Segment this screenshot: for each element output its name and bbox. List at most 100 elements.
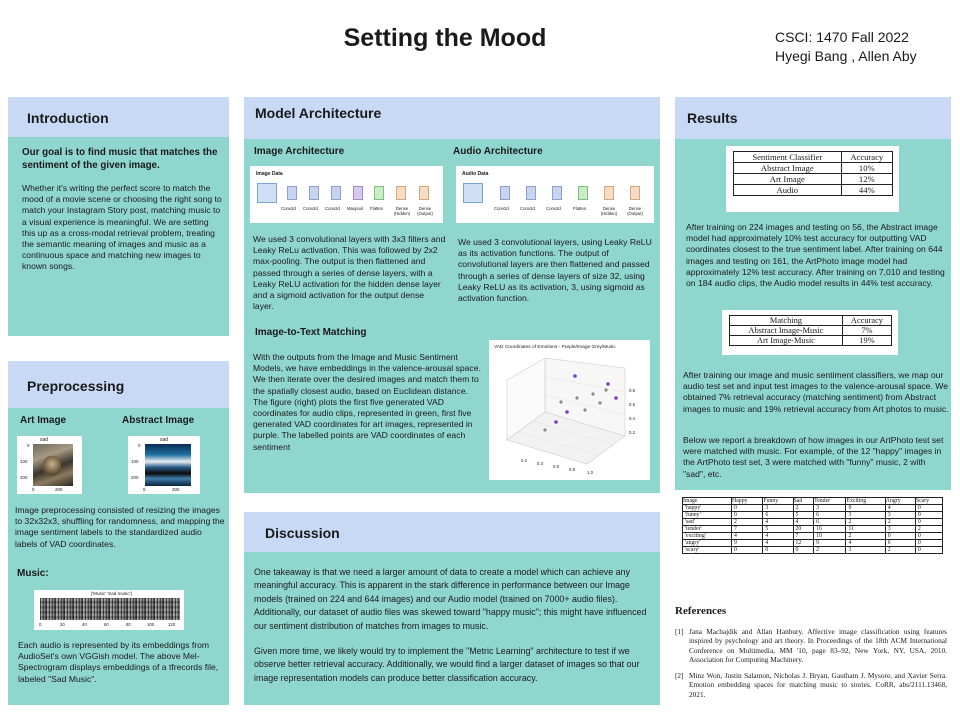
breakdown-header: Image bbox=[681, 497, 733, 505]
table-cell: Abstract Image-Music bbox=[729, 325, 843, 336]
matching-text: With the outputs from the Image and Musi… bbox=[253, 352, 481, 452]
table-cell: 0 bbox=[914, 539, 944, 547]
input-cube bbox=[257, 183, 277, 203]
vad-point bbox=[583, 408, 587, 412]
vad-ytick: 0.2 bbox=[629, 430, 635, 435]
table-cell: 12 bbox=[792, 539, 815, 547]
vad-xtick: 0.4 bbox=[537, 461, 543, 466]
table-cell: 'funny' bbox=[681, 511, 733, 519]
discussion-header: Discussion bbox=[244, 512, 660, 552]
preprocessing-heading: Preprocessing bbox=[27, 378, 125, 394]
layer-block bbox=[419, 186, 429, 200]
table-cell: 9 bbox=[731, 539, 764, 547]
spec-xtick: 100 bbox=[147, 622, 155, 627]
layer-label: Flatten bbox=[573, 206, 587, 211]
poster-title: Setting the Mood bbox=[343, 24, 547, 52]
layer-label: Conv2d bbox=[281, 206, 296, 211]
results-text-2: After training our image and music senti… bbox=[683, 370, 949, 414]
vad-scatter-figure: VAD Coordinates of Emotions - Purple/Ima… bbox=[489, 340, 650, 480]
spec-xtick: 60 bbox=[104, 622, 109, 627]
table-cell: 3 bbox=[845, 511, 886, 519]
table-cell: 'exciting' bbox=[681, 532, 733, 540]
art-thumbnail bbox=[33, 444, 73, 486]
layer-label: Dense (Output) bbox=[417, 206, 433, 216]
layer-label: Dense (Output) bbox=[627, 206, 643, 216]
table-cell: 3 bbox=[813, 504, 847, 512]
breakdown-header: Scary bbox=[914, 497, 944, 505]
vad-point bbox=[598, 401, 602, 405]
table-header-cell: Matching bbox=[729, 315, 843, 326]
vad-ytick: 0.8 bbox=[629, 388, 635, 393]
results-header: Results bbox=[675, 97, 951, 139]
vad-xtick: 0.6 bbox=[553, 464, 559, 469]
table-cell: 16 bbox=[813, 525, 847, 533]
table-cell: 2 bbox=[884, 546, 916, 554]
spec-xtick: 40 bbox=[82, 622, 87, 627]
vad-xtick: 0.8 bbox=[569, 467, 575, 472]
discussion-heading: Discussion bbox=[265, 525, 340, 541]
abstract-fig-xtick: 0 bbox=[143, 487, 146, 492]
art-fig-ytick: 200 bbox=[20, 475, 28, 480]
layer-label: Dense (Hidden) bbox=[600, 206, 618, 216]
table-header-cell: Accuracy bbox=[840, 151, 894, 163]
art-fig-ytick: 100 bbox=[20, 459, 28, 464]
layer-label: Maxpool bbox=[347, 206, 364, 211]
table-cell: 0 bbox=[914, 518, 944, 526]
layer-block bbox=[500, 186, 510, 200]
discussion-paragraph-1: One takeaway is that we need a larger am… bbox=[254, 567, 647, 631]
table-cell: 10 bbox=[813, 532, 847, 540]
table-cell: 0 bbox=[914, 511, 944, 519]
layer-block bbox=[552, 186, 562, 200]
table-cell: 0 bbox=[762, 546, 794, 554]
abstract-fig-ytick: 100 bbox=[131, 459, 139, 464]
image-architecture-diagram: Image Data Conv2d Conv2d Conv2d Maxpool … bbox=[250, 166, 443, 223]
vad-point bbox=[559, 400, 563, 404]
table-cell: 4 bbox=[762, 539, 794, 547]
table-cell: 6 bbox=[813, 511, 847, 519]
spectrogram-image bbox=[40, 598, 180, 620]
audio-data-label: Audio Data bbox=[462, 171, 489, 177]
art-image-figure: sad 0 100 200 0 200 bbox=[17, 436, 82, 494]
layer-label: Conv2d bbox=[303, 206, 318, 211]
table-cell: 2 bbox=[845, 518, 886, 526]
layer-label: Dense (Hidden) bbox=[393, 206, 411, 216]
breakdown-header: Sad bbox=[792, 497, 815, 505]
table-cell: 3 bbox=[762, 504, 794, 512]
vad-point bbox=[606, 382, 610, 386]
music-label: Music: bbox=[17, 568, 49, 579]
layer-block bbox=[331, 186, 341, 200]
abstract-fig-xtick: 200 bbox=[172, 487, 180, 492]
course-label: CSCI: 1470 Fall 2022 bbox=[775, 29, 909, 45]
table-cell: 0 bbox=[731, 511, 764, 519]
table-cell: 2 bbox=[792, 504, 815, 512]
dog-face-shape bbox=[43, 456, 61, 476]
layer-block bbox=[287, 186, 297, 200]
vad-point bbox=[614, 396, 618, 400]
breakdown-header: Angry bbox=[884, 497, 916, 505]
spec-xtick: 20 bbox=[60, 622, 65, 627]
table-cell: 19% bbox=[841, 335, 893, 346]
table-cell: Audio bbox=[733, 184, 842, 196]
breakdown-table: Image Happy Funny Sad Tender Exciting An… bbox=[681, 497, 944, 554]
table-cell: 'angry' bbox=[681, 539, 733, 547]
vad-point bbox=[591, 392, 595, 396]
table-cell: 3 bbox=[884, 525, 916, 533]
layer-block bbox=[353, 186, 363, 200]
vad-point bbox=[575, 396, 579, 400]
layer-label: Conv2d bbox=[325, 206, 340, 211]
spec-xtick: 80 bbox=[126, 622, 131, 627]
audio-architecture-diagram: Audio Data Conv2d Conv2d Conv2d Flatten … bbox=[456, 166, 654, 223]
model-header: Model Architecture bbox=[244, 97, 660, 139]
spec-xtick: 0 bbox=[39, 622, 42, 627]
art-fig-xtick: 200 bbox=[55, 487, 63, 492]
authors: Hyegi Bang , Allen Aby bbox=[775, 48, 917, 64]
vad-xtick: 1.0 bbox=[587, 470, 593, 475]
table-cell: Art Image-Music bbox=[729, 335, 843, 346]
vad-point bbox=[543, 428, 547, 432]
